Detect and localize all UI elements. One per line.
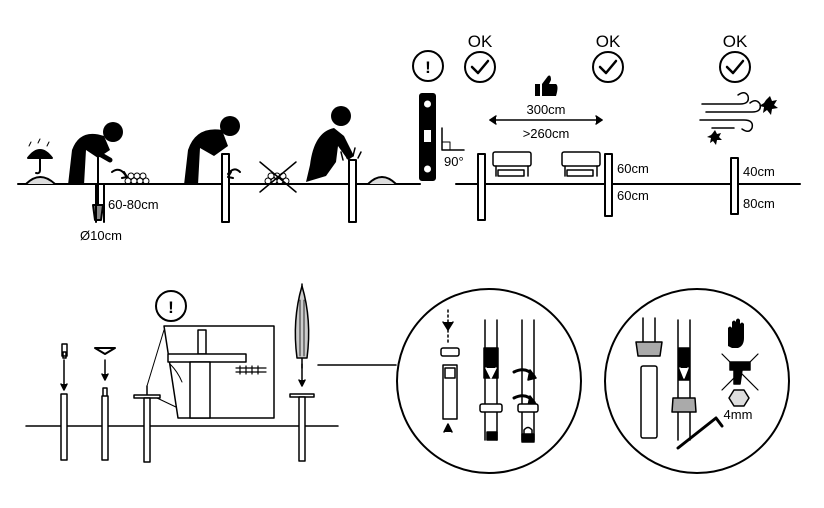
detail-circle-connect (396, 288, 582, 474)
below-ground-label-a: 60cm (617, 188, 649, 203)
warning-icon: ! (412, 50, 444, 82)
spacing-min-label: >260cm (523, 126, 570, 141)
post-right (730, 157, 739, 215)
padlock-icon (486, 431, 498, 441)
ok-label: OK (723, 32, 748, 51)
bench-icon (492, 151, 532, 177)
soil-mound (367, 176, 397, 185)
hole-diameter-label: Ø10cm (80, 228, 122, 243)
person-digging-icon (68, 122, 128, 223)
no-stones-icon (259, 161, 297, 193)
post-with-cap (60, 343, 68, 461)
check-icon (592, 51, 624, 83)
step-dig-hole: 60-80cm Ø10cm (17, 106, 421, 243)
ok-check-3: OK (719, 32, 751, 83)
angle-label: 90° (444, 154, 464, 169)
soil-mound (25, 176, 56, 185)
check-icon (719, 51, 751, 83)
post-mounted-plate (133, 385, 161, 463)
person-placing-post-icon (184, 116, 241, 223)
spacing-max-label: 300cm (526, 102, 565, 117)
warning-mark: ! (425, 58, 431, 77)
ok-label: OK (468, 32, 493, 51)
drill-crossed-icon (721, 353, 759, 391)
umbrella-rain-icon (27, 138, 53, 175)
tube-press-down (479, 319, 503, 441)
warning-mark: ! (168, 298, 174, 317)
above-ground-label-a: 60cm (617, 161, 649, 176)
leaf-icon (707, 130, 722, 145)
below-ground-label-b: 80cm (743, 196, 775, 211)
tube-rotate (512, 319, 539, 443)
leaf-icon (759, 96, 778, 115)
post-left (477, 153, 486, 221)
push-arrow-icon (442, 321, 454, 331)
hex-key-size-label: 4mm (724, 407, 753, 422)
hex-nut-icon (728, 389, 750, 407)
ok-label: OK (596, 32, 621, 51)
stones-icon (124, 172, 150, 185)
tube-collar-down (671, 319, 697, 441)
person-kneeling-icon (306, 106, 362, 223)
spacing-arrow (489, 115, 603, 125)
push-arrow-icon (443, 423, 453, 433)
step-spacing: ! OK OK OK 90° (412, 32, 801, 221)
bench-icon (561, 151, 601, 177)
push-arrow-icon (679, 367, 689, 379)
warning-icon: ! (155, 290, 187, 322)
spirit-level-icon (419, 93, 465, 181)
ok-check-1: OK (464, 32, 496, 83)
push-arrow-icon (485, 367, 497, 379)
detail-circle-fasten: 4mm (604, 288, 790, 474)
hex-key-icon (676, 416, 724, 450)
thumbs-up-icon (535, 75, 558, 96)
padlock-icon (523, 426, 533, 435)
ok-check-2: OK (592, 32, 624, 83)
screw-icon (235, 365, 267, 375)
above-ground-label-b: 40cm (743, 164, 775, 179)
hand-stop-icon (728, 318, 744, 348)
check-icon (464, 51, 496, 83)
parasol-icon (289, 283, 315, 462)
post-with-plate (94, 347, 116, 461)
detail-box-screw (146, 325, 275, 419)
tube-with-collar (635, 317, 663, 439)
wind-icon (699, 92, 762, 132)
step-mounting: ! (25, 283, 397, 463)
post-middle (604, 153, 613, 217)
tube-assembly (440, 309, 460, 433)
hole-depth-label: 60-80cm (108, 197, 159, 212)
